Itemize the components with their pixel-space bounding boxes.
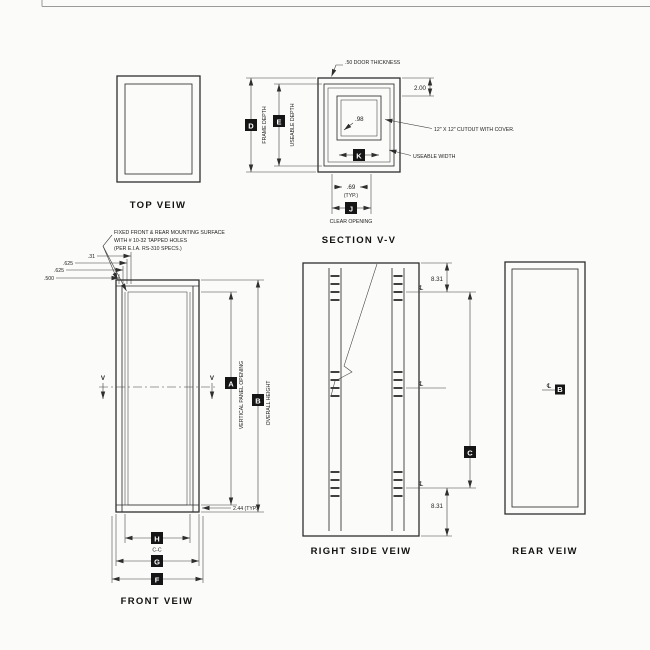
dim-letter-d: D: [248, 121, 254, 130]
dim-831-bottom: 8.31: [431, 503, 444, 510]
useable-depth-label: USEABLE DEPTH: [290, 103, 296, 146]
centerline-extensions: [406, 291, 476, 489]
section-outer-outline: [317, 77, 401, 173]
right-side-rails: [328, 268, 405, 531]
section-frame-outline: [323, 83, 395, 167]
dim-d-lines: [246, 77, 316, 173]
right-side-view: ℄ ℄ ℄ 8.31 8.31 C RIGHT SIDE VEIW: [302, 262, 476, 557]
section-cutout-cover-outline: [340, 99, 378, 137]
rear-inner-outline: [511, 268, 579, 508]
rear-view-title: REAR VEIW: [512, 546, 578, 557]
front-view: FIXED FRONT & REAR MOUNTING SURFACE WITH…: [44, 230, 272, 607]
front-view-title: FRONT VEIW: [121, 596, 194, 607]
rear-outline: [504, 261, 586, 515]
dim-j-lines: [331, 174, 372, 214]
break-line: [330, 263, 378, 397]
mounting-note-line2: WITH # 10-32 TAPPED HOLES: [114, 238, 188, 244]
front-frame-outline: [115, 279, 200, 513]
mounting-note-line3: (PER E.I.A. RS-310 SPECS.): [114, 246, 182, 252]
dim-e-lines: [274, 83, 322, 167]
overall-height-label: OVERALL HEIGHT: [266, 380, 272, 426]
sheet-border-lines: [41, 0, 650, 7]
centerline-symbol-top: ℄: [419, 284, 424, 292]
dim-box-e: [273, 115, 285, 127]
dim-box-d: [245, 119, 257, 131]
dim-98: .98: [355, 116, 364, 123]
rear-dim-letter-b: B: [557, 385, 563, 394]
clear-opening-label: CLEAR OPENING: [330, 219, 373, 225]
dim-2-00-lines: [402, 77, 434, 97]
mounting-note-line1: FIXED FRONT & REAR MOUNTING SURFACE: [114, 230, 225, 236]
dim-500: .500: [44, 276, 54, 282]
section-view-title: SECTION V-V: [322, 235, 396, 246]
dim-letter-b: B: [255, 396, 261, 405]
dim-letter-a: A: [228, 379, 234, 388]
dim-box-j: [345, 202, 357, 214]
rear-centerline-symbol: ℄: [547, 382, 552, 390]
dim-f-lines: [111, 516, 204, 583]
section-useable-outline: [327, 87, 391, 163]
rear-dim-box-b: [555, 384, 565, 395]
top-left-dim-lines: [56, 252, 132, 284]
dim-box-h: [151, 532, 163, 544]
dim-box-k: [353, 149, 365, 161]
section-arrow-label-left: V: [101, 375, 106, 382]
section-cutout-outline: [336, 95, 382, 141]
dim-letter-c: C: [467, 448, 473, 457]
dim-69-typ: (TYP.): [344, 193, 359, 199]
top-view-title: TOP VEIW: [130, 200, 187, 211]
dim-31: .31: [88, 254, 95, 260]
top-view: TOP VEIW: [116, 75, 201, 211]
dim-box-b: [252, 394, 264, 406]
top-view-outer-outline: [116, 75, 201, 183]
useable-width-note: USEABLE WIDTH: [413, 154, 456, 160]
dim-831-top: 8.31: [431, 276, 444, 283]
section-view: .50 DOOR THICKNESS 2.00 .98 12" X 12" CU…: [245, 60, 514, 246]
dim-letter-g: G: [154, 557, 160, 566]
dim-625-a: .625: [63, 261, 73, 267]
dim-a-lines: [201, 291, 237, 506]
top-view-inner-outline: [124, 83, 193, 175]
rear-view: ℄ B REAR VEIW: [504, 261, 586, 557]
dim-98-leader: [343, 122, 354, 131]
dim-69: .69: [347, 184, 356, 191]
dim-244-typ: 2.44 (TYP.): [233, 506, 259, 512]
dim-letter-k: K: [356, 151, 362, 160]
section-arrow-label-right: V: [210, 375, 215, 382]
right-side-outline: [302, 262, 420, 537]
dim-letter-h: H: [154, 534, 159, 543]
dim-831-top-lines: [421, 262, 452, 292]
dim-831-bottom-lines: [421, 488, 452, 537]
dim-2-00: 2.00: [414, 85, 427, 92]
vertical-panel-opening-label: VERTICAL PANEL OPENING: [239, 361, 245, 429]
dim-letter-f: F: [155, 575, 160, 584]
mounting-note-leader-2: [102, 245, 127, 292]
dim-letter-e: E: [276, 117, 281, 126]
useable-width-leader: [388, 149, 412, 156]
dim-h-lines: [124, 514, 191, 543]
frame-depth-label: FRAME DEPTH: [262, 106, 268, 143]
cutout-note: 12" X 12" CUTOUT WITH COVER.: [434, 127, 514, 133]
dim-box-f: [151, 573, 163, 585]
dim-g-lines: [115, 514, 200, 566]
centerline-symbol-bottom: ℄: [419, 480, 424, 488]
dim-box-g: [151, 555, 163, 567]
right-side-view-title: RIGHT SIDE VEIW: [311, 546, 412, 557]
dim-box-c: [464, 446, 476, 458]
dim-letter-j: J: [349, 204, 353, 213]
cutout-note-leader: [384, 118, 433, 129]
dim-b-lines: [201, 279, 264, 513]
dim-625-b: .625: [54, 268, 64, 274]
centerline-symbol-mid: ℄: [419, 380, 424, 388]
front-frame-inner-lines: [116, 285, 199, 512]
cc-label: C-C: [152, 548, 161, 554]
door-thickness-leader: [331, 64, 343, 77]
dim-box-a: [225, 377, 237, 389]
door-thickness-note: .50 DOOR THICKNESS: [345, 60, 401, 66]
